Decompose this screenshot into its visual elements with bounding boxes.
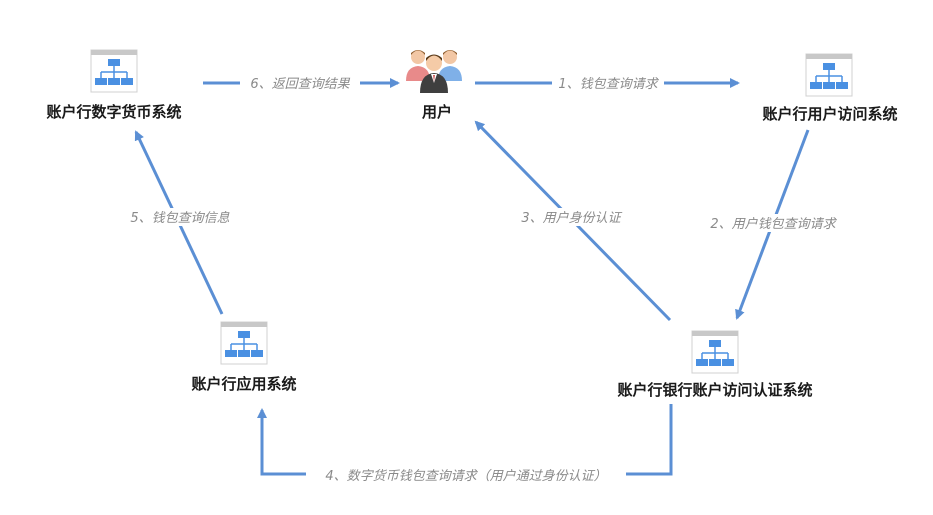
- node-label-user: 用户: [422, 103, 452, 121]
- node-app: 账户行应用系统: [191, 321, 297, 393]
- node-label-access: 账户行用户访问系统: [762, 105, 897, 123]
- node-access: 账户行用户访问系统: [762, 53, 898, 123]
- edge-e4: [257, 404, 673, 476]
- node-label-app: 账户行应用系统: [191, 375, 296, 393]
- edge-label-e5: 5、钱包查询信息: [130, 210, 229, 226]
- node-user: 用户: [406, 50, 462, 121]
- system-icon: [691, 330, 739, 374]
- node-auth: 账户行银行账户访问认证系统: [617, 330, 813, 399]
- node-label-auth: 账户行银行账户访问认证系统: [617, 381, 812, 399]
- system-icon: [220, 321, 268, 365]
- system-icon: [90, 49, 138, 93]
- edge-label-e1: 1、钱包查询请求: [558, 77, 659, 92]
- edge-label-e4: 4、数字货币钱包查询请求（用户通过身份认证）: [325, 468, 606, 484]
- users-icon: [406, 50, 462, 93]
- edge-label-e6: 6、返回查询结果: [250, 77, 350, 92]
- edge-label-e2: 2、用户钱包查询请求: [710, 217, 837, 232]
- edge-label-e3: 3、用户身份认证: [521, 211, 622, 226]
- node-label-currency: 账户行数字货币系统: [46, 103, 181, 121]
- system-icon: [805, 53, 853, 97]
- node-currency: 账户行数字货币系统: [46, 49, 182, 121]
